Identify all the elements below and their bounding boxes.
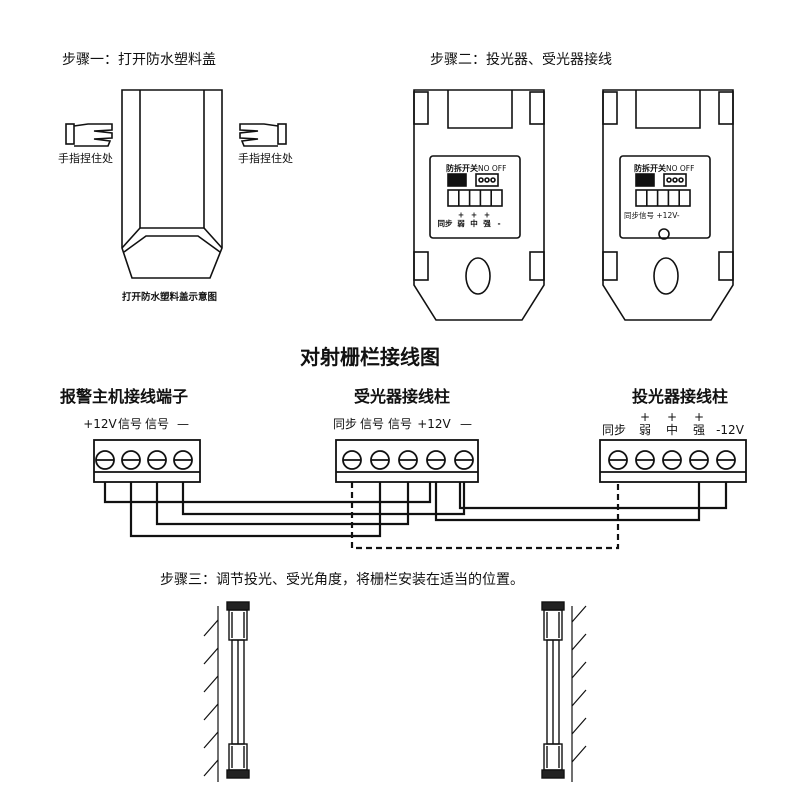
wire-ground-receiver-to-transmitter [458,482,728,510]
beam-fence-right [541,601,565,779]
step1-caption: 打开防水塑料盖示意图 [122,291,217,303]
transmitter-terminal-label-3-line-0: + [694,410,704,424]
transmitter-board [413,89,545,321]
wall-hatch-left [203,606,219,782]
wire-signal-host-to-receiver-2 [155,482,410,526]
beam-fence-left [226,601,250,779]
alarm-host-terminal-block [93,439,201,483]
transmitter-board-terminal-label-4: - [497,219,500,228]
receiver-tamper-switch-label: 防拆开关 [634,163,666,173]
wire-plus12v-host-to-receiver [103,482,432,504]
transmitter-terminal-label-2-line-0: + [667,410,677,424]
transmitter-board-terminal-label-3-line-0: + [484,211,490,220]
step1-title: 步骤一：打开防水塑料盖 [62,51,216,68]
step3-title: 步骤三：调节投光、受光角度，将栅栏安装在适当的位置。 [160,572,524,588]
wire-plus12v-receiver-to-transmitter [434,482,701,522]
receiver-terminal-label-1: 信号 [360,417,384,431]
transmitter-terminal-label-2-line-1: 中 [666,422,678,437]
transmitter-board-terminal-label-0: 同步 [438,218,453,228]
transmitter-nooff-label: NO OFF [478,164,506,173]
receiver-terminal-labels: 同步信号信号+12V— [333,417,472,431]
plastic-cover-drawing [121,89,223,279]
transmitter-terminal-block [599,439,747,483]
receiver-nooff-label: NO OFF [666,164,694,173]
transmitter-board-terminal-label-1-line-0: + [458,211,464,220]
receiver-terminal-title: 受光器接线柱 [354,387,450,406]
hand-label-right: 手指捏住处 [238,151,293,165]
transmitter-board-terminal-label-3-line-1: 强 [483,219,491,228]
alarm-host-terminal-label-2: 信号 [145,417,169,431]
receiver-terminal-label-3: +12V [417,417,451,431]
transmitter-terminal-label-1-line-1: 弱 [639,423,651,437]
hand-pinch-right-icon [239,123,287,147]
wire-sync-dashed [350,482,620,550]
transmitter-board-terminal-labels: 同步+弱+中+强- [438,211,501,229]
hand-pinch-left-icon [65,123,113,147]
receiver-board [602,89,734,321]
alarm-host-terminal-label-0: +12V [83,417,117,431]
transmitter-terminal-label-3-line-1: 强 [693,423,705,437]
receiver-terminal-label-2: 信号 [388,417,412,431]
transmitter-terminal-labels: 同步+弱+中+强-12V [602,410,745,437]
wiring-diagram-title: 对射栅栏接线图 [300,345,440,369]
alarm-host-terminal-label-1: 信号 [118,417,142,431]
alarm-host-terminal-label-3: — [177,417,189,431]
transmitter-board-terminal-label-2-line-1: 中 [470,218,478,228]
transmitter-board-terminal-label-1-line-1: 弱 [457,218,465,228]
receiver-terminal-block [335,439,479,483]
transmitter-terminal-title: 投光器接线柱 [632,387,728,406]
receiver-terminal-label-4: — [460,417,472,431]
receiver-board-terminal-labels: 同步信号 +12V- [624,210,680,220]
step2-title: 步骤二：投光器、受光器接线 [430,51,612,68]
transmitter-board-terminal-label-2-line-0: + [471,211,477,220]
hand-label-left: 手指捏住处 [58,151,113,165]
transmitter-terminal-label-4: -12V [716,423,745,437]
wire-ground-host-to-receiver [181,482,466,516]
wire-signal-host-to-receiver-1 [129,482,382,538]
alarm-host-title: 报警主机接线端子 [60,387,188,406]
transmitter-terminal-label-0: 同步 [602,423,626,437]
receiver-terminal-label-0: 同步 [333,417,357,431]
transmitter-tamper-switch-label: 防拆开关 [446,163,478,173]
transmitter-terminal-label-1-line-0: + [640,410,650,424]
wall-hatch-right [571,605,587,782]
